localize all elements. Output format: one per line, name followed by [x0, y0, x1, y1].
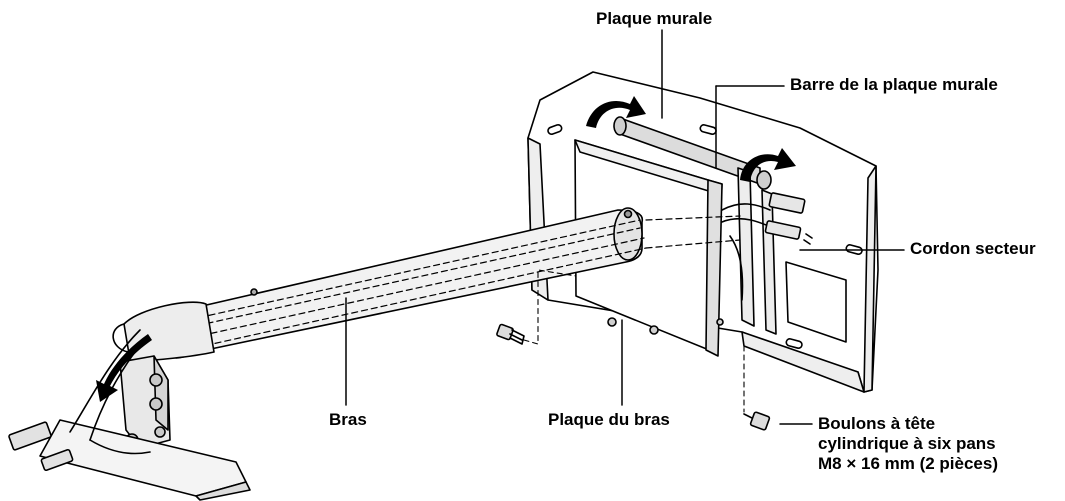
rotation-arrow-right — [740, 148, 796, 182]
label-hex-bolts: Boulons à tête cylindrique à six pans M8… — [818, 414, 998, 474]
cables — [721, 192, 813, 301]
label-hex-bolts-line3: M8 × 16 mm (2 pièces) — [818, 454, 999, 473]
arm-tube — [112, 207, 741, 362]
label-arm-plate: Plaque du bras — [548, 410, 670, 429]
projector-cables — [8, 329, 151, 472]
wall-plate-bar — [613, 116, 772, 190]
projector-bracket — [39, 355, 251, 501]
label-wall-plate: Plaque murale — [596, 9, 713, 28]
rotation-arrow-left — [586, 96, 646, 128]
label-wall-plate-bar: Barre de la plaque murale — [790, 75, 998, 94]
hex-socket-bolt-left — [496, 323, 525, 345]
label-arm: Bras — [329, 410, 367, 429]
cable-direction-arrow — [96, 334, 152, 402]
hex-socket-bolt-right — [743, 411, 771, 431]
label-hex-bolts-line1: Boulons à tête — [818, 414, 936, 433]
rotation-arrows — [96, 96, 796, 402]
label-power-cord: Cordon secteur — [910, 239, 1036, 258]
leader-lines — [345, 29, 905, 425]
bolt-guides — [523, 269, 745, 413]
label-hex-bolts-line2: cylindrique à six pans — [818, 434, 996, 453]
arm-plate — [574, 139, 777, 357]
